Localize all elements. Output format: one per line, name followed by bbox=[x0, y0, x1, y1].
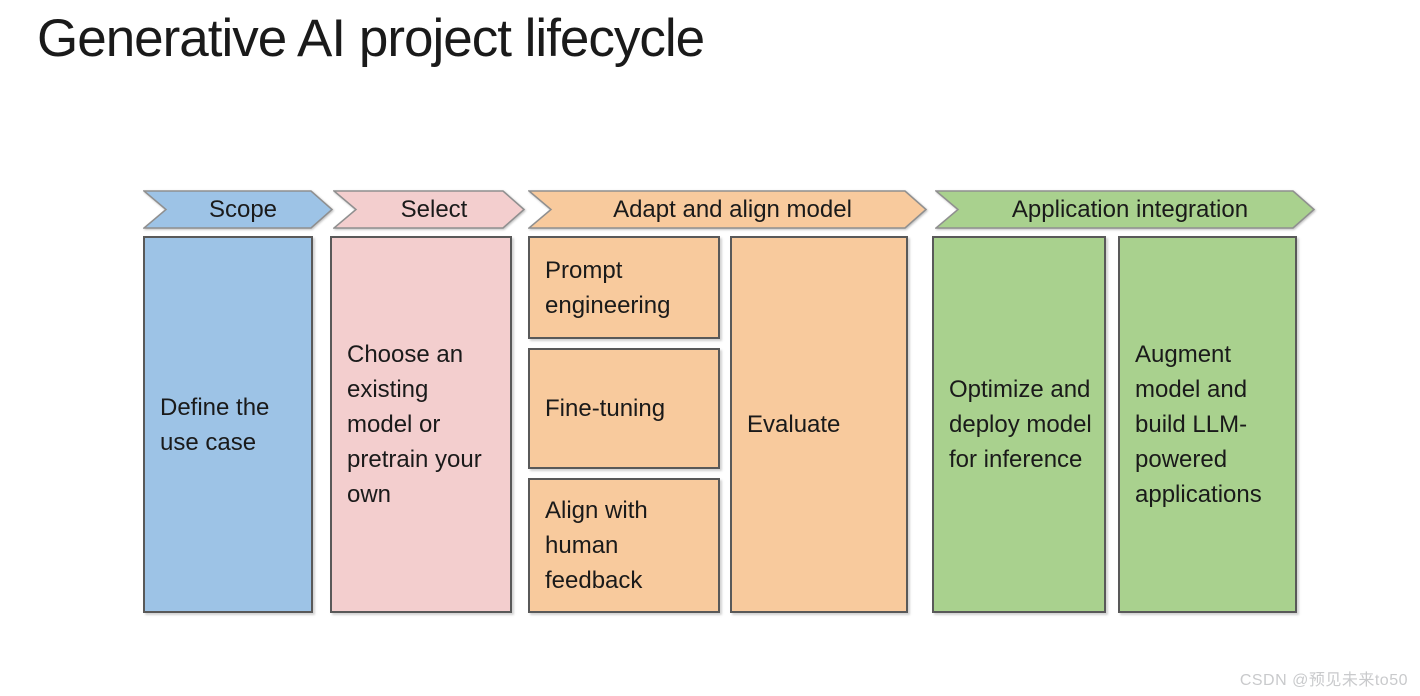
stage-header-application-integration: Application integration bbox=[935, 190, 1315, 229]
box-text: Evaluate bbox=[747, 411, 841, 438]
box-text: Align with human feedback bbox=[545, 497, 648, 594]
select-choose-model-box: Choose an existing model or pretrain you… bbox=[330, 236, 512, 613]
adapt-fine-tuning-box: Fine-tuning bbox=[528, 348, 720, 469]
adapt-evaluate-box: Evaluate bbox=[730, 236, 908, 613]
chevron-arrow-icon bbox=[143, 190, 333, 229]
stage-header-scope: Scope bbox=[143, 190, 333, 229]
integration-augment-model-box: Augment model and build LLM-powered appl… bbox=[1118, 236, 1297, 613]
box-text: Augment model and build LLM-powered appl… bbox=[1135, 341, 1262, 508]
stage-header-adapt-and-align: Adapt and align model bbox=[528, 190, 927, 229]
box-text: Choose an existing model or pretrain you… bbox=[347, 341, 482, 508]
csdn-watermark: CSDN @预见未来to50 bbox=[1239, 672, 1408, 689]
integration-optimize-deploy-box: Optimize and deploy model for inference bbox=[932, 236, 1106, 613]
stage-label-application-integration: Application integration bbox=[1011, 195, 1249, 223]
stage-label-scope: Scope bbox=[208, 195, 278, 223]
box-text: Optimize and deploy model for inference bbox=[949, 376, 1092, 473]
box-text: Prompt engineering bbox=[545, 256, 671, 319]
chevron-arrow-icon bbox=[935, 190, 1315, 229]
adapt-prompt-engineering-box: Prompt engineering bbox=[528, 236, 720, 339]
stage-label-adapt-and-align: Adapt and align model bbox=[613, 195, 852, 223]
box-text: Define the use case bbox=[160, 393, 270, 456]
chevron-arrow-icon bbox=[333, 190, 525, 229]
stage-label-select: Select bbox=[400, 195, 468, 223]
adapt-align-human-feedback-box: Align with human feedback bbox=[528, 478, 720, 613]
scope-define-use-case-box: Define the use case bbox=[143, 236, 313, 613]
chevron-arrow-icon bbox=[528, 190, 927, 229]
page-title: Generative AI project lifecycle bbox=[37, 9, 705, 68]
stage-header-select: Select bbox=[333, 190, 525, 229]
box-text: Fine-tuning bbox=[545, 395, 666, 422]
